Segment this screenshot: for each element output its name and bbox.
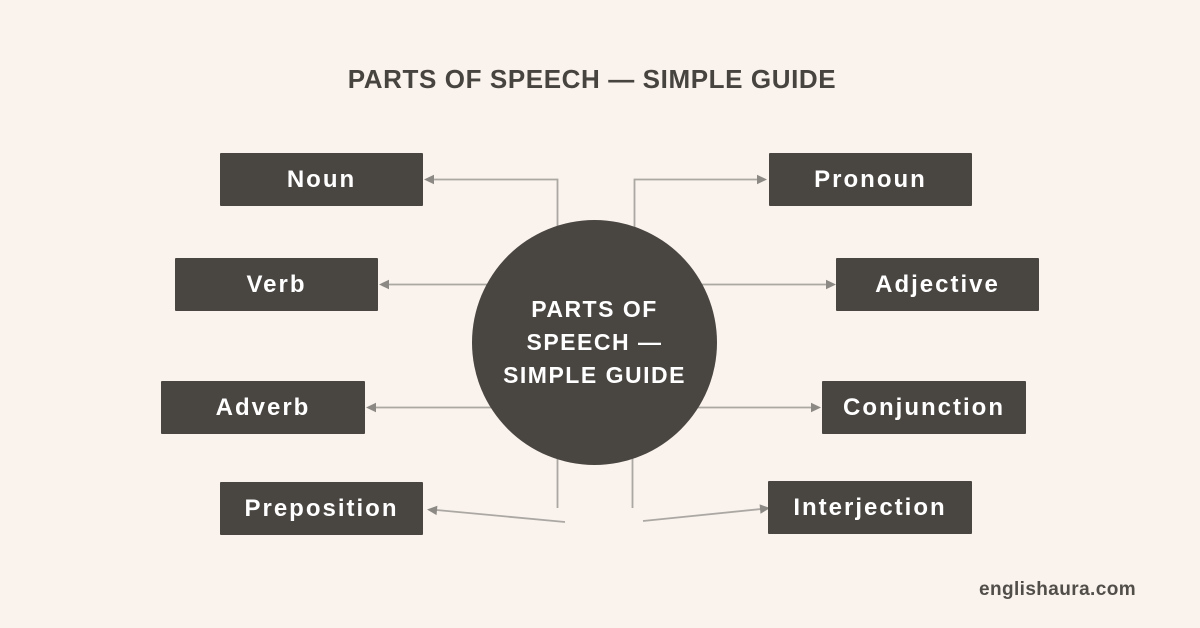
- node-interjection: Interjection: [768, 481, 972, 534]
- node-noun: Noun: [220, 153, 423, 206]
- center-label-line1: PARTS OF: [531, 296, 658, 322]
- arrowhead-adjective: [826, 279, 836, 290]
- node-pronoun: Pronoun: [769, 153, 972, 206]
- arrowhead-verb: [379, 279, 389, 290]
- node-adjective: Adjective: [836, 258, 1039, 311]
- arrowhead-pronoun: [757, 174, 767, 185]
- arrowhead-interjection: [759, 504, 770, 514]
- arrowhead-conjunction: [811, 402, 821, 413]
- node-adverb: Adverb: [161, 381, 365, 434]
- center-label-line2: SPEECH —: [526, 329, 663, 355]
- center-label-line3: SIMPLE GUIDE: [503, 362, 686, 388]
- connector-preposition-diagonal: [430, 508, 566, 523]
- node-preposition: Preposition: [220, 482, 423, 535]
- connector-interjection-diagonal: [642, 507, 767, 522]
- watermark: englishaura.com: [979, 579, 1136, 600]
- arrowhead-adverb: [366, 402, 376, 413]
- arrowhead-noun: [424, 174, 434, 185]
- node-verb: Verb: [175, 258, 378, 311]
- center-node: PARTS OF SPEECH — SIMPLE GUIDE: [472, 220, 717, 465]
- node-conjunction: Conjunction: [822, 381, 1026, 434]
- center-node-label: PARTS OF SPEECH — SIMPLE GUIDE: [503, 293, 686, 392]
- arrowhead-preposition: [427, 505, 438, 516]
- page-title: PARTS OF SPEECH — SIMPLE GUIDE: [347, 64, 837, 94]
